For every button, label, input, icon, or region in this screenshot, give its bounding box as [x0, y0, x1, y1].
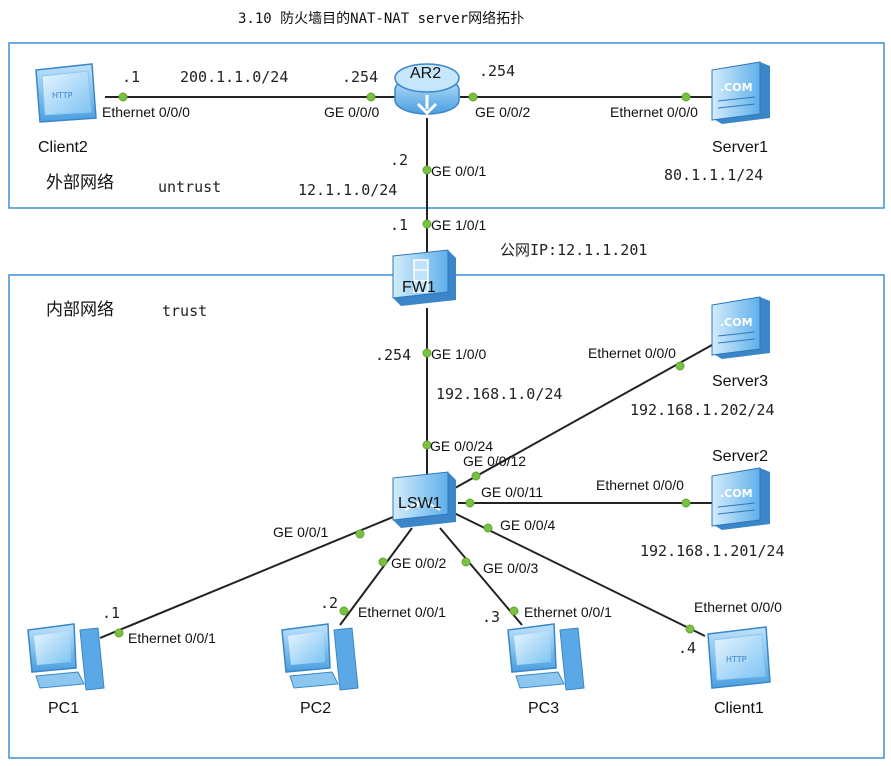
- public-ip-label: 公网IP:12.1.1.201: [500, 241, 647, 259]
- client2-host: .1: [122, 68, 140, 86]
- port-dot: [422, 440, 432, 450]
- link-lsw1-pc2: [339, 527, 413, 626]
- server1-ip-label: 80.1.1.1/24: [664, 166, 763, 184]
- port-dot: [339, 606, 349, 616]
- pc1-host: .1: [102, 604, 120, 622]
- server2-icon[interactable]: .COM: [711, 467, 770, 530]
- server3-icon[interactable]: .COM: [711, 296, 770, 359]
- server2-label: Server2: [712, 448, 768, 465]
- port-dot: [422, 348, 432, 358]
- pc2-port-label: Ethernet 0/0/1: [358, 604, 446, 620]
- port-dot: [461, 557, 471, 567]
- port-dot: [378, 557, 388, 567]
- link-lsw1-client1: [451, 511, 706, 637]
- http-icon-text: HTTP: [52, 91, 73, 100]
- pc2-icon[interactable]: [281, 623, 359, 691]
- port-dot: [675, 361, 685, 371]
- lsw-g004-label: GE 0/0/4: [500, 517, 555, 533]
- com-icon-text: .COM: [720, 487, 753, 500]
- external-zone-name: 外部网络: [46, 173, 114, 193]
- client1-port-label: Ethernet 0/0/0: [694, 599, 782, 615]
- fw-g100-host: .1: [390, 216, 408, 234]
- pc1-label: PC1: [48, 700, 79, 717]
- port-dot: [366, 92, 376, 102]
- server3-label: Server3: [712, 373, 768, 390]
- link-lsw1-pc1: [99, 514, 399, 639]
- ar2-label: AR2: [410, 65, 441, 82]
- link-lsw1-server3: [454, 344, 713, 489]
- diagram-title: 3.10 防火墙目的NAT-NAT server网络拓扑: [238, 11, 524, 27]
- lsw-g001-label: GE 0/0/1: [273, 524, 328, 540]
- port-dot: [114, 628, 124, 638]
- client1-label: Client1: [714, 700, 764, 717]
- pc3-host: .3: [482, 608, 500, 626]
- server2-port-label: Ethernet 0/0/0: [596, 477, 684, 493]
- client1-icon[interactable]: HTTP: [707, 626, 771, 689]
- external-zone-tag: untrust: [158, 178, 221, 196]
- client2-port-label: Ethernet 0/0/0: [102, 104, 190, 120]
- fw-g100-label: GE 1/0/1: [431, 217, 486, 233]
- com-icon-text: .COM: [720, 81, 753, 94]
- net-200-label: 200.1.1.0/24: [180, 68, 288, 86]
- client2-icon[interactable]: HTTP: [35, 63, 97, 123]
- pc3-port-label: Ethernet 0/0/1: [524, 604, 612, 620]
- pc1-port-label: Ethernet 0/0/1: [128, 630, 216, 646]
- pc1-icon[interactable]: [27, 623, 105, 691]
- port-dot: [471, 471, 481, 481]
- server3-port-label: Ethernet 0/0/0: [588, 345, 676, 361]
- port-dot: [118, 92, 128, 102]
- internal-zone-name: 内部网络: [46, 300, 114, 320]
- fw1-firewall-icon[interactable]: [392, 249, 456, 306]
- ar2-g002-host: .254: [479, 62, 515, 80]
- server3-ip-label: 192.168.1.202/24: [630, 401, 775, 419]
- lsw-g011-label: GE 0/0/11: [481, 484, 543, 500]
- lsw1-label: LSW1: [398, 495, 442, 512]
- pc3-icon[interactable]: [507, 623, 585, 691]
- server2-ip-label: 192.168.1.201/24: [640, 542, 785, 560]
- fw-g1000-label: GE 1/0/0: [431, 346, 486, 362]
- server1-label: Server1: [712, 139, 768, 156]
- port-dot: [681, 498, 691, 508]
- ar2-g001-label: GE 0/0/1: [431, 163, 486, 179]
- net-192-label: 192.168.1.0/24: [436, 385, 562, 403]
- external-zone-box: [8, 42, 885, 209]
- lsw1-switch-icon[interactable]: [392, 471, 456, 528]
- links: [99, 96, 713, 639]
- lsw-g003-label: GE 0/0/3: [483, 560, 538, 576]
- fw1-label: FW1: [402, 279, 436, 296]
- http-icon-text: HTTP: [726, 655, 747, 664]
- server1-port-label: Ethernet 0/0/0: [610, 104, 698, 120]
- port-dot: [681, 92, 691, 102]
- net-12-label: 12.1.1.0/24: [298, 181, 397, 199]
- fw-g1000-host: .254: [375, 346, 411, 364]
- server1-icon[interactable]: .COM: [711, 61, 770, 124]
- port-dot: [685, 624, 695, 634]
- port-dots: [114, 92, 695, 638]
- port-dot: [355, 529, 365, 539]
- pc2-host: .2: [320, 594, 338, 612]
- port-dot: [483, 523, 493, 533]
- com-icon-text: .COM: [720, 316, 753, 329]
- pc2-label: PC2: [300, 700, 331, 717]
- port-dot: [468, 92, 478, 102]
- ar2-router-icon[interactable]: [394, 63, 460, 116]
- ar2-g002-label: GE 0/0/2: [475, 104, 530, 120]
- ar2-g000-host: .254: [342, 68, 378, 86]
- link-lsw1-pc3: [439, 527, 523, 626]
- client2-label: Client2: [38, 139, 88, 156]
- port-dot: [422, 165, 432, 175]
- port-dot: [509, 606, 519, 616]
- pc3-label: PC3: [528, 700, 559, 717]
- lsw-g024-label: GE 0/0/24: [430, 438, 493, 454]
- port-dot: [422, 219, 432, 229]
- ar2-g000-label: GE 0/0/0: [324, 104, 379, 120]
- internal-zone-tag: trust: [162, 302, 207, 320]
- lsw-g012-label: GE 0/0/12: [463, 453, 526, 469]
- port-dot: [465, 498, 475, 508]
- client1-host: .4: [678, 639, 696, 657]
- ar2-g001-host: .2: [390, 151, 408, 169]
- lsw-g002-label: GE 0/0/2: [391, 555, 446, 571]
